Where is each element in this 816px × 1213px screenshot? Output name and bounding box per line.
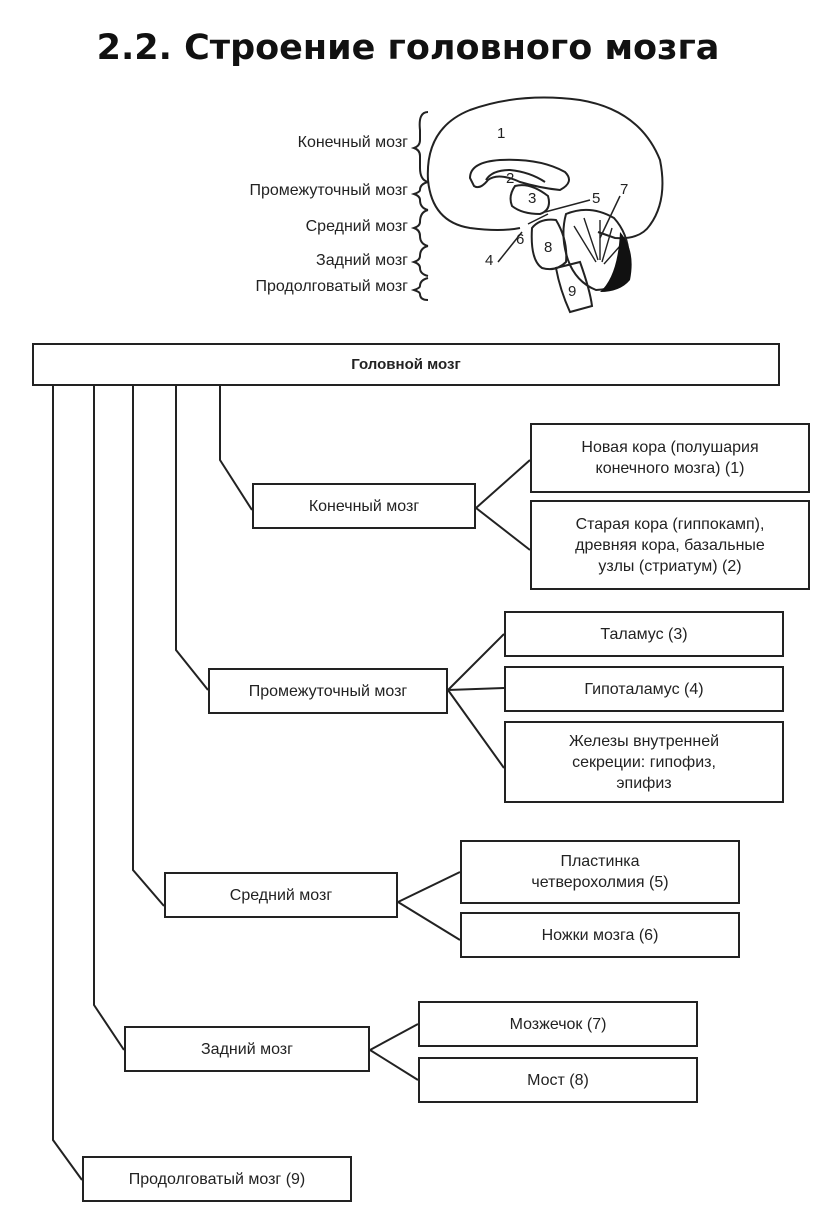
region-2 xyxy=(485,168,546,183)
region-9 xyxy=(554,260,594,314)
node-pons: Мост (8) xyxy=(418,1057,698,1103)
level-label-hindbrain: Задний мозг xyxy=(316,252,408,269)
node-neocortex: Новая кора (полушария конечного мозга) (… xyxy=(530,423,810,493)
brace-midbrain xyxy=(410,209,429,247)
brace-telencephalon xyxy=(410,111,429,183)
level-label-diencephalon: Промежуточный мозг xyxy=(249,182,408,199)
region-number-6-7: 7 xyxy=(620,181,628,198)
brace-diencephalon xyxy=(410,181,429,211)
node-thalamus: Таламус (3) xyxy=(504,611,784,657)
cerebellum-dark-area xyxy=(600,232,632,292)
connector-root-medulla xyxy=(52,386,83,1181)
node-cerebellum: Мозжечок (7) xyxy=(418,1001,698,1047)
brace-medulla xyxy=(410,277,429,301)
region-number-6: 6 xyxy=(516,231,524,248)
level-label-telencephalon: Конечный мозг xyxy=(297,134,408,151)
level-label-medulla: Продолговатый мозг xyxy=(255,278,408,295)
region-number-3: 3 xyxy=(528,190,536,207)
brain-illustration: 1 2 3 4 5 7 6 8 9 xyxy=(410,96,664,314)
connector-root-hindbrain xyxy=(93,386,125,1051)
node-endocrine-glands: Железы внутренней секреции: гипофиз, эпи… xyxy=(504,721,784,803)
root-node: Головной мозг xyxy=(32,343,780,386)
node-medulla: Продолговатый мозг (9) xyxy=(82,1156,352,1202)
node-telencephalon: Конечный мозг xyxy=(252,483,476,529)
node-cerebral-peduncles: Ножки мозга (6) xyxy=(460,912,740,958)
node-hindbrain: Задний мозг xyxy=(124,1026,370,1072)
region-8 xyxy=(530,218,568,271)
brace-hindbrain xyxy=(410,245,429,277)
connector-midbrain-children xyxy=(397,871,461,941)
region-number-2: 2 xyxy=(506,170,514,187)
node-tectal-plate: Пластинка четверохолмия (5) xyxy=(460,840,740,904)
level-label-midbrain: Средний мозг xyxy=(305,218,408,235)
hemisphere-outline xyxy=(426,96,664,240)
connector-diencephalon-children xyxy=(447,633,505,769)
connector-root-midbrain xyxy=(132,386,165,907)
corpus-callosum xyxy=(468,158,570,192)
region-number-8: 8 xyxy=(544,239,552,256)
connector-root-telencephalon xyxy=(219,386,253,511)
connector-telencephalon-children xyxy=(475,459,531,551)
node-midbrain: Средний мозг xyxy=(164,872,398,918)
region-3 xyxy=(509,184,550,216)
node-hypothalamus: Гипоталамус (4) xyxy=(504,666,784,712)
connector-root-diencephalon xyxy=(175,386,209,691)
region-number-5: 5 xyxy=(592,190,600,207)
region-number-1: 1 xyxy=(497,125,505,142)
page-title: 2.2. Строение головного мозга xyxy=(96,28,720,68)
region-number-9: 9 xyxy=(568,283,576,300)
region-number-4: 4 xyxy=(485,252,493,269)
node-old-cortex-basal-ganglia: Старая кора (гиппокамп), древняя кора, б… xyxy=(530,500,810,590)
connector-hindbrain-children xyxy=(369,1023,419,1081)
node-diencephalon: Промежуточный мозг xyxy=(208,668,448,714)
